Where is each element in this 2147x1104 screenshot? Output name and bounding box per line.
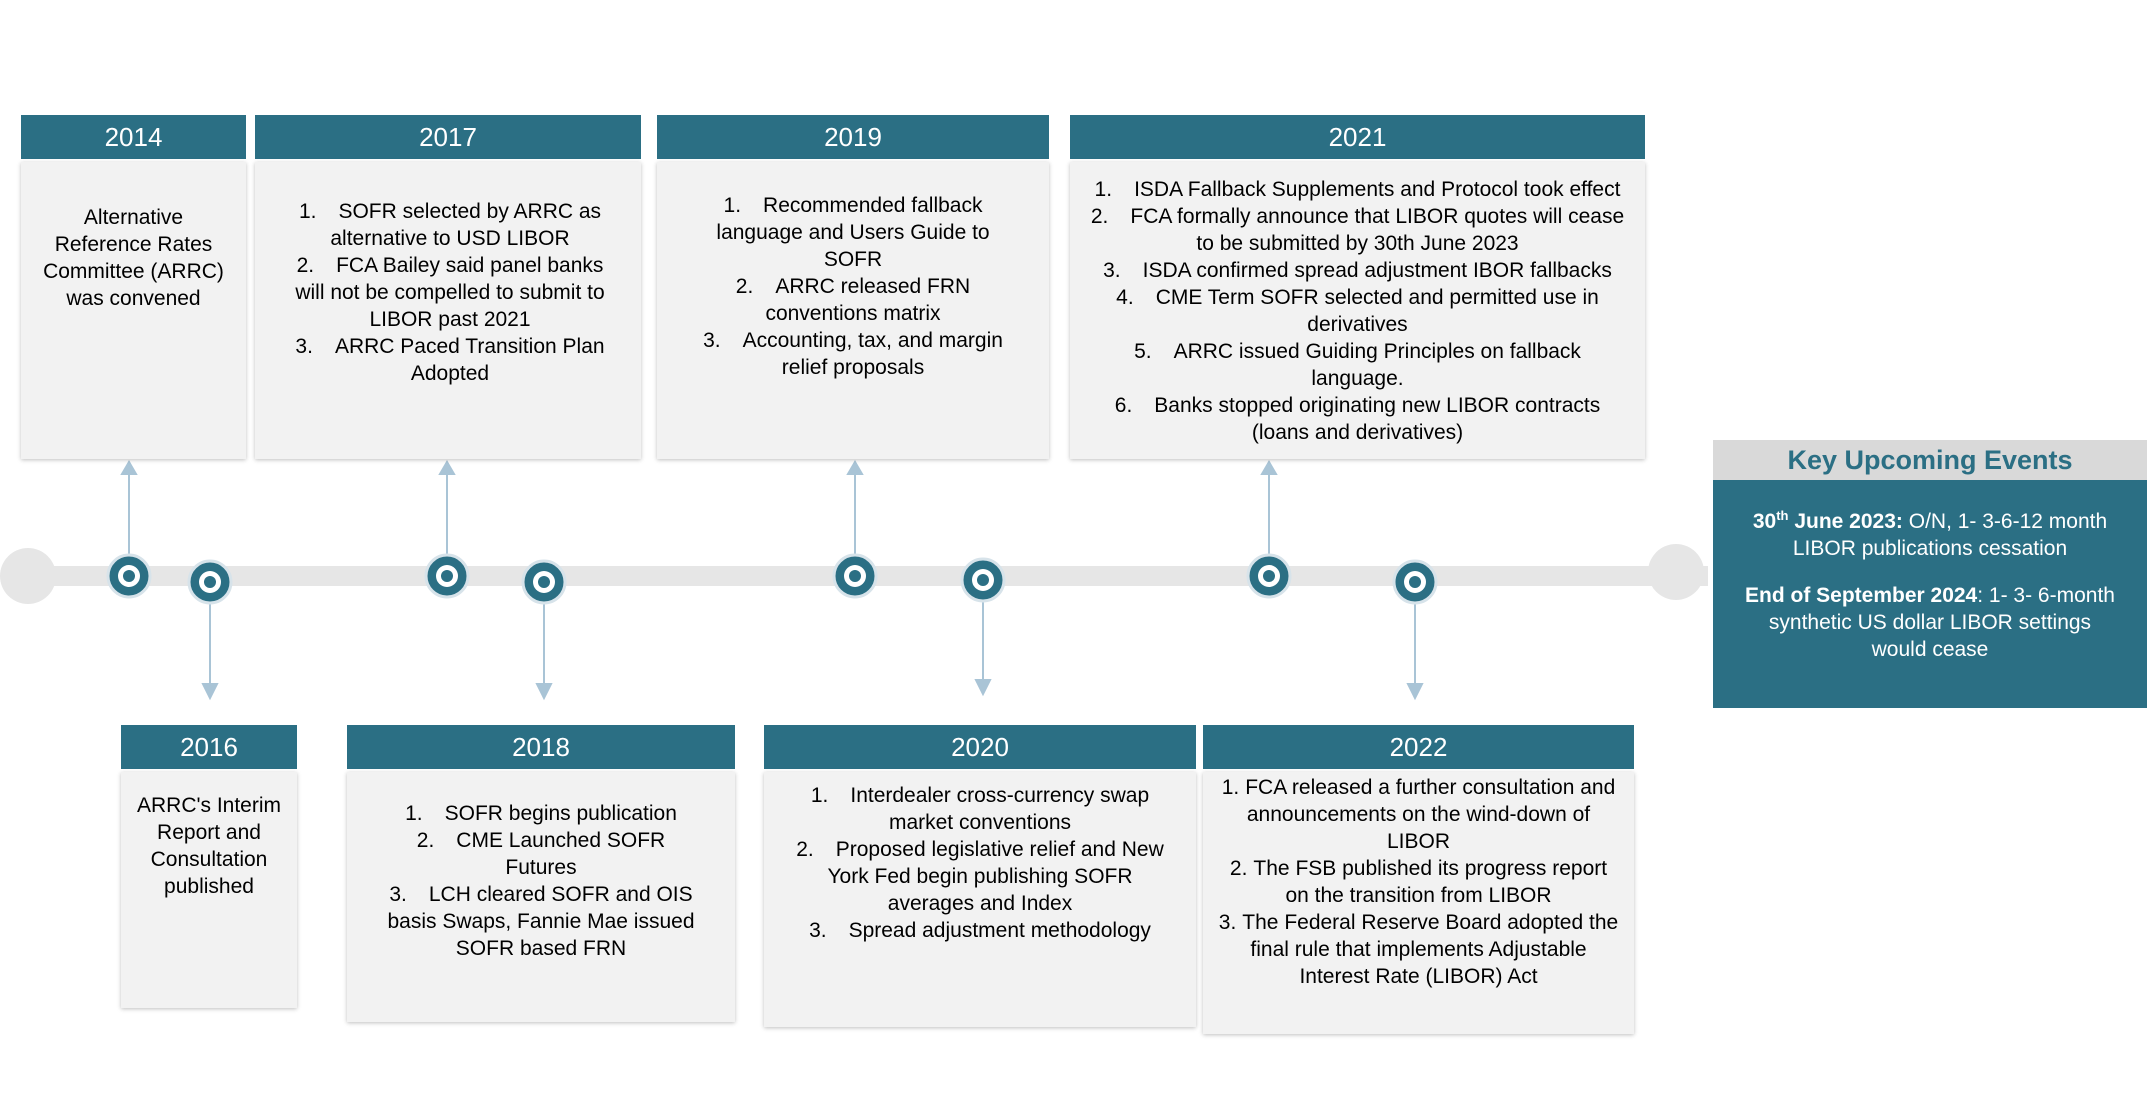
list-item: 5.ARRC issued Guiding Principles on fall… — [1134, 340, 1581, 390]
arrow-down-2018 — [535, 600, 553, 701]
key-event-date: End of September 2024 — [1745, 584, 1978, 607]
arrow-up-2017 — [438, 460, 456, 556]
key-event-item: 30th June 2023: O/N, 1- 3-6-12 month LIB… — [1741, 502, 2119, 562]
event-card-2016: 2016 ARRC's Interim Report and Consultat… — [121, 725, 297, 1008]
event-description: 1.FCA released a further consultation an… — [1203, 772, 1634, 1034]
list-item: 4.CME Term SOFR selected and permitted u… — [1116, 286, 1599, 336]
event-card-2022: 2022 1.FCA released a further consultati… — [1203, 725, 1634, 1034]
event-text: Alternative Reference Rates Committee (A… — [43, 206, 224, 310]
list-item: 2.Proposed legislative relief and New Yo… — [796, 838, 1164, 915]
event-year: 2020 — [764, 725, 1196, 772]
event-list: 1.ISDA Fallback Supplements and Protocol… — [1088, 176, 1627, 446]
list-item: 3.LCH cleared SOFR and OIS basis Swaps, … — [387, 883, 695, 960]
event-description: 1.SOFR begins publication 2.CME Launched… — [347, 772, 735, 1022]
event-card-2021: 2021 1.ISDA Fallback Supplements and Pro… — [1070, 115, 1645, 459]
timeline-node-2020 — [960, 557, 1006, 603]
list-item: 3.The Federal Reserve Board adopted the … — [1218, 911, 1619, 988]
list-item: 2.ARRC released FRN conventions matrix — [735, 275, 971, 325]
arrow-down-2016 — [201, 600, 219, 701]
event-year: 2021 — [1070, 115, 1645, 162]
key-upcoming-events-panel: Key Upcoming Events 30th June 2023: O/N,… — [1713, 440, 2147, 708]
timeline-start-cap — [0, 548, 56, 604]
event-year: 2022 — [1203, 725, 1634, 772]
list-item: 6.Banks stopped originating new LIBOR co… — [1114, 394, 1601, 444]
event-card-2018: 2018 1.SOFR begins publication 2.CME Lau… — [347, 725, 735, 1022]
list-item: 3.ISDA confirmed spread adjustment IBOR … — [1103, 259, 1612, 282]
event-description: 1.Interdealer cross-currency swap market… — [764, 772, 1196, 1027]
timeline-node-2022 — [1392, 559, 1438, 605]
event-card-2017: 2017 1.SOFR selected by ARRC as alternat… — [255, 115, 641, 459]
event-list: 1.Interdealer cross-currency swap market… — [792, 782, 1168, 944]
event-list: 1.SOFR begins publication 2.CME Launched… — [381, 800, 701, 962]
key-events-title: Key Upcoming Events — [1713, 440, 2147, 480]
event-year: 2017 — [255, 115, 641, 162]
event-description: 1.SOFR selected by ARRC as alternative t… — [255, 162, 641, 459]
event-year: 2016 — [121, 725, 297, 772]
list-item: 1.Recommended fallback language and User… — [716, 194, 990, 271]
event-list: 1.FCA released a further consultation an… — [1217, 774, 1620, 990]
event-list: 1.Recommended fallback language and User… — [693, 192, 1013, 381]
list-item: 2.CME Launched SOFR Futures — [416, 829, 666, 879]
arrow-up-2021 — [1260, 460, 1278, 556]
key-events-body: 30th June 2023: O/N, 1- 3-6-12 month LIB… — [1713, 480, 2147, 663]
list-item: 3.ARRC Paced Transition Plan Adopted — [295, 335, 605, 385]
arrow-up-2019 — [846, 460, 864, 556]
key-event-item: End of September 2024: 1- 3- 6-month syn… — [1741, 582, 2119, 663]
timeline-end-cap — [1648, 544, 1704, 600]
key-event-text: O/N, 1- 3-6-12 month LIBOR publications … — [1792, 510, 2108, 560]
list-item: 1.FCA released a further consultation an… — [1221, 776, 1616, 853]
event-description: 1.Recommended fallback language and User… — [657, 162, 1049, 459]
list-item: 2.FCA formally announce that LIBOR quote… — [1090, 205, 1625, 255]
event-description: 1.ISDA Fallback Supplements and Protocol… — [1070, 162, 1645, 459]
list-item: 3.Spread adjustment methodology — [809, 919, 1151, 942]
timeline-node-2019 — [832, 553, 878, 599]
event-card-2014: 2014 Alternative Reference Rates Committ… — [21, 115, 246, 459]
event-year: 2018 — [347, 725, 735, 772]
timeline-node-2018 — [521, 559, 567, 605]
timeline-node-2021 — [1246, 553, 1292, 599]
event-text: ARRC's Interim Report and Consultation p… — [136, 794, 282, 898]
event-year: 2014 — [21, 115, 246, 162]
event-year: 2019 — [657, 115, 1049, 162]
arrow-up-2014 — [120, 460, 138, 556]
list-item: 1.ISDA Fallback Supplements and Protocol… — [1094, 178, 1621, 201]
arrow-down-2020 — [974, 600, 992, 697]
list-item: 2.FCA Bailey said panel banks will not b… — [295, 254, 605, 331]
list-item: 1.Interdealer cross-currency swap market… — [810, 784, 1150, 834]
list-item: 1.SOFR begins publication — [405, 802, 677, 825]
arrow-down-2022 — [1406, 600, 1424, 701]
event-description: Alternative Reference Rates Committee (A… — [21, 162, 246, 459]
event-list: 1.SOFR selected by ARRC as alternative t… — [281, 198, 619, 387]
key-event-text: : 1- 3- 6-month synthetic US dollar LIBO… — [1768, 584, 2115, 661]
list-item: 2.The FSB published its progress report … — [1229, 857, 1608, 907]
timeline-node-2014 — [106, 553, 152, 599]
key-event-date: 30th June 2023: — [1752, 508, 1903, 533]
event-card-2019: 2019 1.Recommended fallback language and… — [657, 115, 1049, 459]
event-description: ARRC's Interim Report and Consultation p… — [121, 772, 297, 1008]
event-card-2020: 2020 1.Interdealer cross-currency swap m… — [764, 725, 1196, 1027]
list-item: 3.Accounting, tax, and margin relief pro… — [703, 329, 1003, 379]
timeline-node-2017 — [424, 553, 470, 599]
list-item: 1.SOFR selected by ARRC as alternative t… — [298, 200, 602, 250]
timeline-node-2016 — [187, 559, 233, 605]
